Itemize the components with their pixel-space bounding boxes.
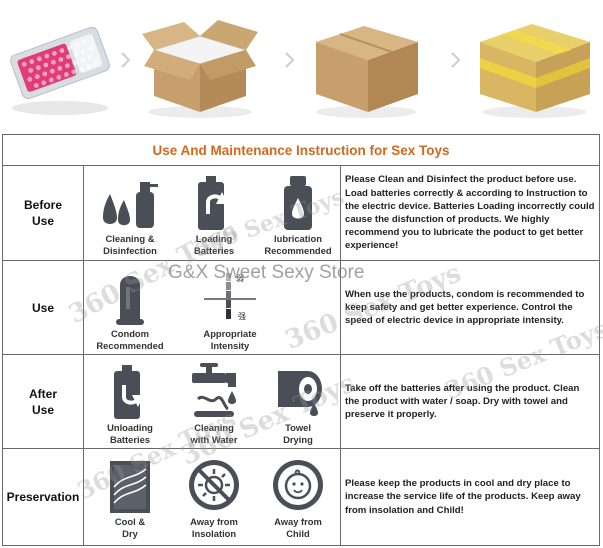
table-row-after-use: After Use Unloading Batteries <box>3 355 599 449</box>
packaging-steps-strip <box>0 0 603 128</box>
no-sun-icon: Away from Insolation <box>174 457 254 540</box>
icon-label: lubrication Recommended <box>264 233 332 256</box>
row-icons: Cleaning & Disinfection Loading Batterie… <box>84 166 341 260</box>
chevron-right-icon <box>449 50 463 70</box>
towel-roll-icon: Towel Drying <box>258 363 338 446</box>
lubricant-bottle-icon: lubrication Recommended <box>258 174 338 257</box>
icon-label: Cool & Dry <box>114 516 146 539</box>
icon-label: Condom Recommended <box>96 328 164 351</box>
row-label: Preservation <box>3 449 84 545</box>
open-box-image <box>140 8 260 120</box>
spray-bottle-icon: Cleaning & Disinfection <box>90 174 170 257</box>
scale-top-label: 弱 <box>236 274 244 283</box>
table-row-preservation: Preservation Cool & Dry <box>3 449 599 545</box>
icon-label: Towel Drying <box>283 422 313 445</box>
row-description-text: Please keep the products in cool and dry… <box>345 478 581 516</box>
icon-label: Cleaning & Disinfection <box>103 233 157 256</box>
row-description: When use the products, condom is recomme… <box>341 261 599 354</box>
bubble-wrapped-product-image <box>4 8 124 120</box>
table-title: Use And Maintenance Instruction for Sex … <box>3 135 599 166</box>
row-description: Please keep the products in cool and dry… <box>341 449 599 545</box>
icon-label: Away from Child <box>274 516 322 539</box>
chevron-right-icon <box>283 50 297 70</box>
row-description-text: Please Clean and Disinfect the product b… <box>345 174 595 252</box>
row-description-text: When use the products, condom is recomme… <box>345 288 585 327</box>
row-icons: Condom Recommended 弱 强 Appropriate Inten… <box>84 261 341 354</box>
row-label: Use <box>3 261 84 354</box>
row-label: After Use <box>3 355 84 448</box>
table-row-use: Use Condom Recommended 弱 <box>3 261 599 355</box>
chevron-right-icon <box>119 50 133 70</box>
icon-label: Unloading Batteries <box>107 422 153 445</box>
cool-dry-icon: Cool & Dry <box>90 457 170 540</box>
icon-label: Away from Insolation <box>190 516 238 539</box>
row-description: Please Clean and Disinfect the product b… <box>341 166 599 260</box>
intensity-scale-icon: 弱 强 Appropriate Intensity <box>190 269 270 352</box>
row-label: Before Use <box>3 166 84 260</box>
water-tap-icon: Cleaning with Water <box>174 363 254 446</box>
icon-label: Appropriate Intensity <box>203 328 257 351</box>
icon-label: Cleaning with Water <box>190 422 238 445</box>
no-child-icon: Away from Child <box>258 457 338 540</box>
closed-box-image <box>306 8 426 120</box>
battery-unloading-icon: Unloading Batteries <box>90 363 170 446</box>
battery-loading-icon: Loading Batteries <box>174 174 254 257</box>
condom-icon: Condom Recommended <box>90 269 170 352</box>
table-row-before-use: Before Use Cleaning & Disinfection <box>3 166 599 261</box>
row-icons: Unloading Batteries Cleaning with Water <box>84 355 341 448</box>
scale-bottom-label: 强 <box>238 312 246 321</box>
row-description: Take off the batteries after using the p… <box>341 355 599 448</box>
icon-label: Loading Batteries <box>193 233 235 256</box>
row-icons: Cool & Dry Away from Insolation <box>84 449 341 545</box>
row-description-text: Take off the batteries after using the p… <box>345 382 580 421</box>
taped-box-image <box>472 8 592 120</box>
instruction-table: Use And Maintenance Instruction for Sex … <box>2 134 600 546</box>
